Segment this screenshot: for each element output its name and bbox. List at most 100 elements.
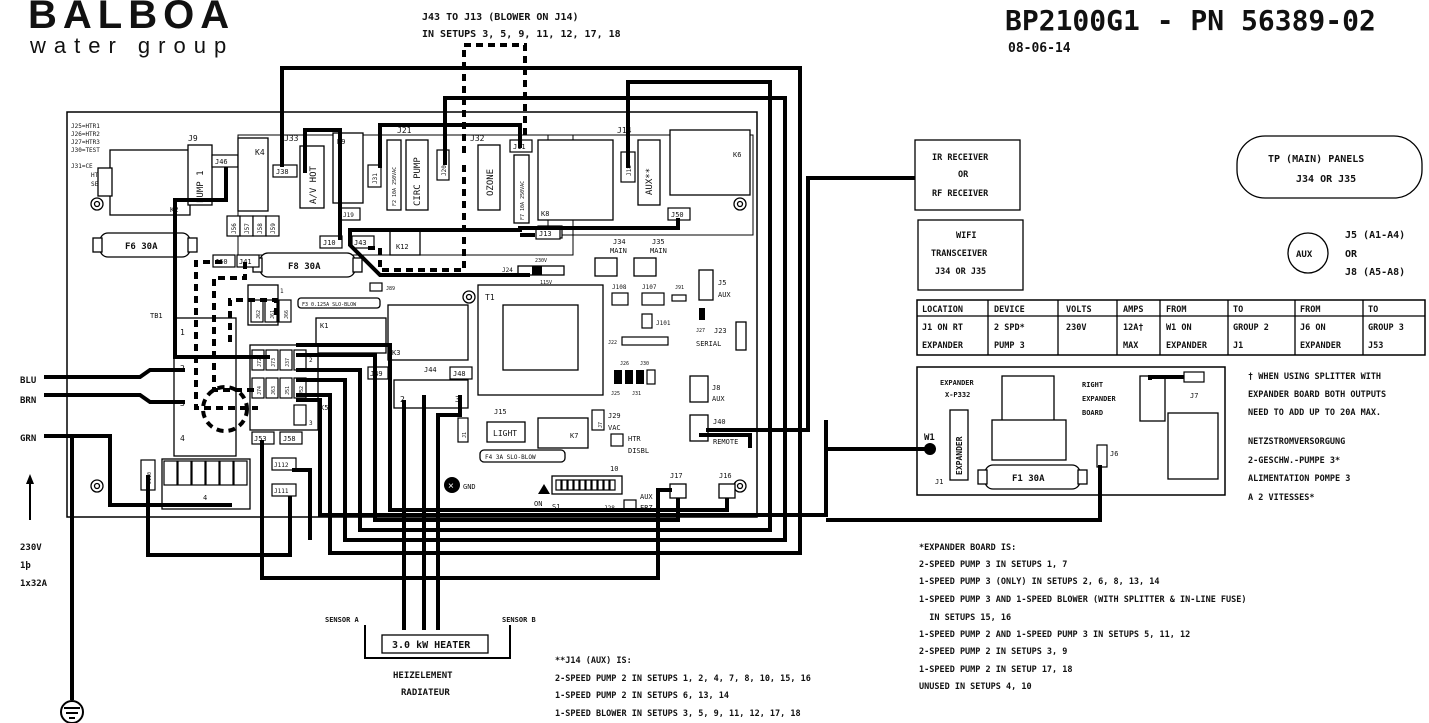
svg-text:EXPANDER BOARD BOTH OUTPUTS: EXPANDER BOARD BOTH OUTPUTS — [1248, 390, 1386, 400]
svg-text:J51: J51 — [285, 386, 291, 395]
aux-j8-header[interactable] — [689, 375, 709, 403]
svg-text:ALIMENTATION POMPE 3: ALIMENTATION POMPE 3 — [1248, 474, 1350, 484]
svg-text:F7 10A 250VAC: F7 10A 250VAC — [520, 181, 526, 220]
svg-text:J9: J9 — [188, 134, 198, 143]
svg-text:HTR: HTR — [91, 172, 102, 179]
light-connector — [486, 421, 526, 443]
svg-text:3: 3 — [455, 395, 460, 404]
circ-pump-connector — [405, 139, 429, 211]
svg-text:EXPANDER: EXPANDER — [1082, 395, 1117, 403]
svg-text:ON: ON — [534, 500, 542, 508]
power-note: NETZSTROMVERSORGUNG 2-GESCHW.-PUMPE 3* A… — [1248, 437, 1350, 503]
table-cell: J53 — [1368, 341, 1383, 351]
svg-text:J31: J31 — [632, 391, 641, 397]
svg-text:J31=CE: J31=CE — [71, 163, 93, 170]
connector-j16[interactable] — [718, 483, 736, 499]
svg-text:J19: J19 — [343, 212, 354, 219]
table-cell: GROUP 3 — [1368, 323, 1404, 333]
svg-text:J72: J72 — [257, 358, 263, 367]
svg-text:TP (MAIN) PANELS: TP (MAIN) PANELS — [1268, 154, 1364, 165]
svg-text:J74: J74 — [257, 386, 263, 395]
svg-text:SERIAL: SERIAL — [696, 340, 721, 348]
expander-board: EXPANDER X-P332 RIGHT EXPANDER BOARD J7 … — [826, 366, 1226, 522]
svg-text:J33: J33 — [284, 134, 299, 143]
serial-j23[interactable] — [735, 321, 747, 351]
expander-note: *EXPANDER BOARD IS: 2-SPEED PUMP 3 IN SE… — [919, 543, 1247, 692]
svg-text:J25=HTR1: J25=HTR1 — [71, 123, 100, 130]
svg-text:1-SPEED PUMP 3 (ONLY) IN SETUP: 1-SPEED PUMP 3 (ONLY) IN SETUPS 2, 6, 8,… — [919, 577, 1160, 587]
brand-logo: BALBOA water group — [28, 0, 229, 58]
svg-text:J26=HTR2: J26=HTR2 — [71, 131, 100, 138]
svg-text:MAIN: MAIN — [650, 247, 667, 255]
svg-text:1þ: 1þ — [20, 561, 31, 571]
svg-text:VAC: VAC — [608, 424, 621, 432]
svg-text:J34: J34 — [613, 238, 626, 246]
svg-text:4: 4 — [203, 494, 207, 502]
svg-text:J56: J56 — [231, 223, 238, 234]
table-cell: PUMP 3 — [994, 341, 1025, 351]
svg-text:RF RECEIVER: RF RECEIVER — [932, 189, 989, 199]
svg-text:J21: J21 — [397, 126, 412, 135]
svg-text:J61: J61 — [270, 310, 276, 319]
connector-j17[interactable] — [669, 483, 687, 499]
wire-harness — [146, 66, 915, 630]
svg-text:LIGHT: LIGHT — [493, 429, 517, 438]
svg-text:4: 4 — [180, 434, 185, 443]
svg-text:J112: J112 — [274, 462, 289, 469]
table-cell: GROUP 2 — [1233, 323, 1269, 333]
svg-text:UNUSED IN SETUPS 4, 10: UNUSED IN SETUPS 4, 10 — [919, 682, 1032, 692]
svg-text:MAIN: MAIN — [610, 247, 627, 255]
aux-j14-connector — [637, 139, 661, 206]
table-cell: EXPANDER — [1300, 341, 1342, 351]
mains-supply: BLU BRN GRN 230V 1þ 1x32A — [20, 368, 232, 723]
table-cell: J1 — [1233, 341, 1243, 351]
svg-text:AUX**: AUX** — [645, 168, 655, 195]
svg-text:3.0 kW HEATER: 3.0 kW HEATER — [392, 640, 471, 651]
svg-text:J30=TEST: J30=TEST — [71, 147, 100, 154]
relay-k3 — [387, 304, 469, 361]
svg-text:BRN: BRN — [20, 396, 36, 406]
blower-note-line1: J43 TO J13 (BLOWER ON J14) — [422, 12, 579, 23]
table-cell: 12A† — [1123, 323, 1143, 333]
main-panel-j34[interactable] — [594, 257, 618, 277]
svg-text:J16: J16 — [719, 472, 732, 480]
heater-terminal-block — [393, 379, 469, 409]
svg-text:F6 30A: F6 30A — [125, 242, 158, 252]
pump1-connector — [187, 144, 213, 206]
svg-text:TRANSCEIVER: TRANSCEIVER — [931, 249, 988, 259]
svg-text:J27: J27 — [696, 328, 705, 334]
svg-text:1-SPEED PUMP 2 AND 1-SPEED PUM: 1-SPEED PUMP 2 AND 1-SPEED PUMP 3 IN SET… — [919, 630, 1190, 640]
svg-text:J26: J26 — [620, 361, 629, 367]
ground-lug — [444, 477, 460, 493]
svg-text:NETZSTROMVERSORGUNG: NETZSTROMVERSORGUNG — [1248, 437, 1345, 447]
svg-text:OZONE: OZONE — [486, 169, 496, 196]
heater-label-box — [381, 634, 489, 654]
svg-text:A 2 VITESSES*: A 2 VITESSES* — [1248, 493, 1315, 503]
svg-text:A/V HOT: A/V HOT — [309, 165, 319, 204]
svg-text:IN SETUPS 15, 16: IN SETUPS 15, 16 — [919, 613, 1011, 623]
main-panel-j35[interactable] — [633, 257, 657, 277]
svg-text:HTR: HTR — [628, 435, 641, 443]
svg-text:J8 (A5-A8): J8 (A5-A8) — [1345, 267, 1405, 278]
svg-text:10: 10 — [610, 465, 618, 473]
svg-text:J34 OR J35: J34 OR J35 — [1296, 174, 1356, 185]
svg-text:J5: J5 — [718, 279, 726, 287]
svg-text:2-SPEED PUMP 2 IN SETUPS 1, 2,: 2-SPEED PUMP 2 IN SETUPS 1, 2, 4, 7, 8, … — [555, 674, 811, 684]
svg-text:2: 2 — [309, 357, 313, 364]
table-header: FROM — [1166, 305, 1186, 315]
svg-text:K1: K1 — [320, 322, 328, 330]
svg-text:GRN: GRN — [20, 434, 36, 444]
svg-text:J44: J44 — [424, 366, 437, 374]
svg-text:J31: J31 — [372, 173, 379, 184]
aux-j5-header[interactable] — [698, 269, 714, 301]
table-header: AMPS — [1123, 305, 1143, 315]
svg-text:BOARD: BOARD — [1082, 409, 1103, 417]
svg-text:J43: J43 — [354, 239, 367, 247]
svg-text:*EXPANDER BOARD IS:: *EXPANDER BOARD IS: — [919, 543, 1016, 553]
remote-j40[interactable] — [689, 414, 709, 442]
svg-text:J13: J13 — [539, 230, 552, 238]
svg-text:J14: J14 — [617, 126, 632, 135]
svg-text:J10: J10 — [323, 239, 336, 247]
svg-text:J89: J89 — [386, 286, 395, 292]
blower-note-line2: IN SETUPS 3, 5, 9, 11, 12, 17, 18 — [422, 29, 621, 40]
